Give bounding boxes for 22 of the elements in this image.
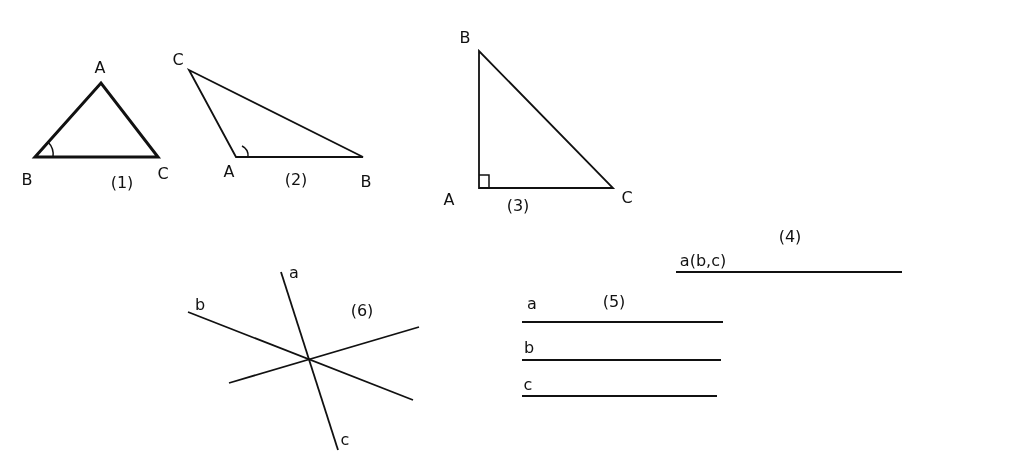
vertex-label: A: [443, 192, 455, 208]
vertex-label: C: [621, 190, 633, 206]
line-label: a(b,c): [679, 253, 727, 269]
line-label: b: [523, 340, 535, 356]
vertex-label: A: [94, 60, 106, 76]
figure-number: (1): [110, 175, 134, 191]
vertex-label: C: [172, 52, 184, 68]
vertex-label: B: [459, 30, 471, 46]
figure-number: (6): [350, 303, 374, 319]
line-label: c: [340, 432, 350, 448]
figure-number: (4): [778, 229, 802, 245]
vertex-label: B: [21, 172, 33, 188]
figure-number: (3): [506, 198, 530, 214]
figure-number: (5): [602, 294, 626, 310]
line-label: c: [523, 377, 533, 393]
figure-number: (2): [284, 172, 308, 188]
vertex-label: B: [360, 174, 372, 190]
vertex-label: C: [157, 166, 169, 182]
line-label: a: [289, 265, 299, 281]
line-label: a: [527, 296, 537, 312]
vertex-label: A: [223, 164, 235, 180]
line-label: b: [194, 297, 206, 313]
